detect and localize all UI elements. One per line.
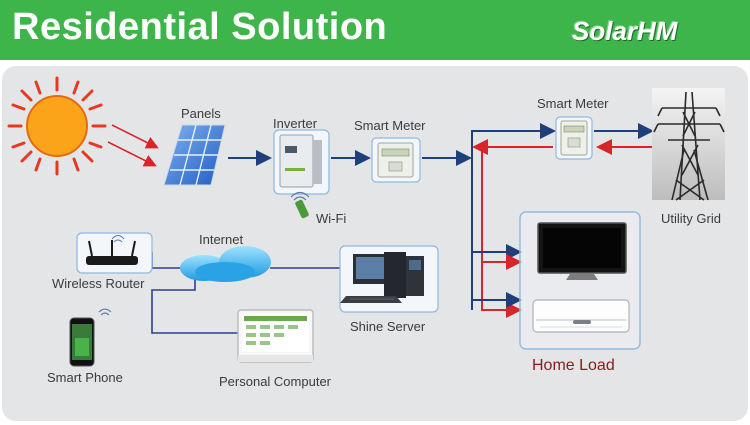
label-smart-meter-1: Smart Meter [354,118,426,133]
smart-phone-icon [69,308,112,367]
smart-meter-1-icon [371,137,421,183]
internet-cloud-icon [180,246,271,282]
smart-meter-2-icon [555,116,593,160]
power-bus [471,123,556,318]
label-utility-grid: Utility Grid [661,211,721,226]
wifi-stick-icon [290,191,310,219]
header-banner: Residential Solution SolarHM [0,0,750,60]
personal-computer-icon [237,309,314,363]
label-home-load: Home Load [532,357,615,374]
page-title: Residential Solution [12,6,388,48]
shine-server-icon [339,245,439,313]
utility-grid-tower-icon [652,88,725,201]
label-smart-meter-2: Smart Meter [537,96,609,111]
inverter-icon [273,129,330,195]
label-panels: Panels [181,106,221,121]
solar-panels-icon [163,124,226,186]
air-conditioner-icon [532,299,630,333]
label-internet: Internet [199,232,243,247]
brand-logo: SolarHM [572,16,678,46]
sun-icon [7,76,107,176]
label-personal-computer: Personal Computer [219,374,332,389]
label-smart-phone: Smart Phone [47,370,123,385]
label-wireless-router: Wireless Router [52,276,145,291]
sunlight-arrows [107,124,159,167]
label-inverter: Inverter [273,116,318,131]
television-icon [537,222,627,280]
label-shine-server: Shine Server [350,319,426,334]
wireless-router-icon [76,232,153,274]
label-wifi: Wi-Fi [316,211,346,226]
